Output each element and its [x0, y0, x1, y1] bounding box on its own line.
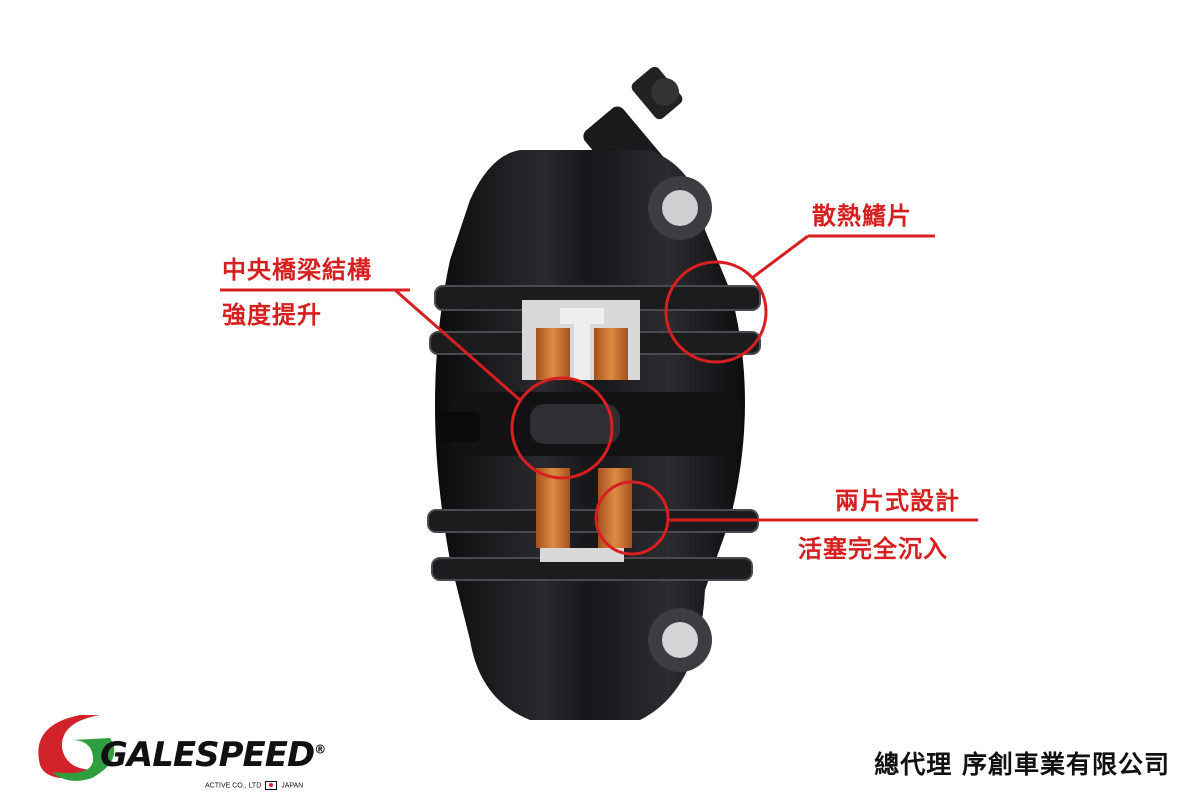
- brand-name: GALESPEED: [100, 735, 315, 775]
- mounting-lugs: [648, 176, 712, 672]
- distributor-text: 總代理 序創車業有限公司: [874, 750, 1170, 779]
- label-cooling-fins: 散熱鰭片: [812, 202, 912, 230]
- callouts: [220, 234, 978, 556]
- japan-flag-icon: [265, 781, 278, 790]
- label-strength: 強度提升: [222, 301, 322, 329]
- brand-subtitle: ACTIVE CO., LTD JAPAN: [205, 781, 303, 790]
- brand-company: ACTIVE CO., LTD: [205, 782, 262, 790]
- label-central-bridge: 中央橋梁結構: [222, 256, 372, 284]
- logo-swoosh: [38, 715, 115, 781]
- registered-mark: ®: [314, 742, 326, 757]
- cooling-fins: [427, 285, 761, 581]
- label-piston-recessed: 活塞完全沉入: [798, 535, 948, 563]
- brand-country: JAPAN: [281, 782, 304, 790]
- label-two-piece: 兩片式設計: [835, 487, 960, 515]
- brand-logo-text: GALESPEED®: [100, 735, 326, 775]
- central-bridge: [440, 392, 740, 456]
